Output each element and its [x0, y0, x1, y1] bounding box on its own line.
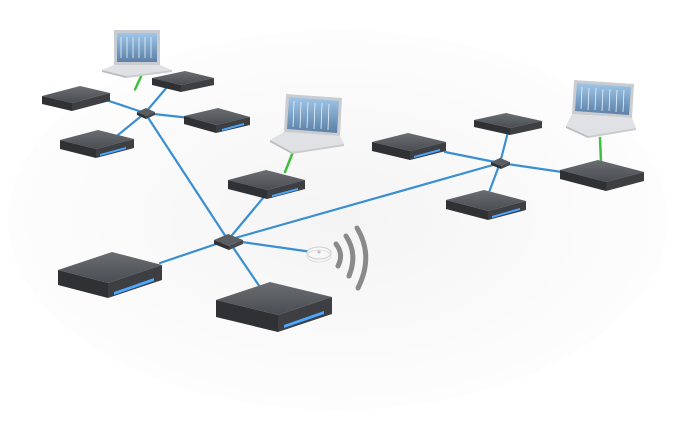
- laptop-left[interactable]: [102, 30, 172, 78]
- link-laptop-right: [600, 138, 601, 162]
- floor-shadow: [8, 30, 668, 410]
- laptop-right[interactable]: [566, 80, 636, 138]
